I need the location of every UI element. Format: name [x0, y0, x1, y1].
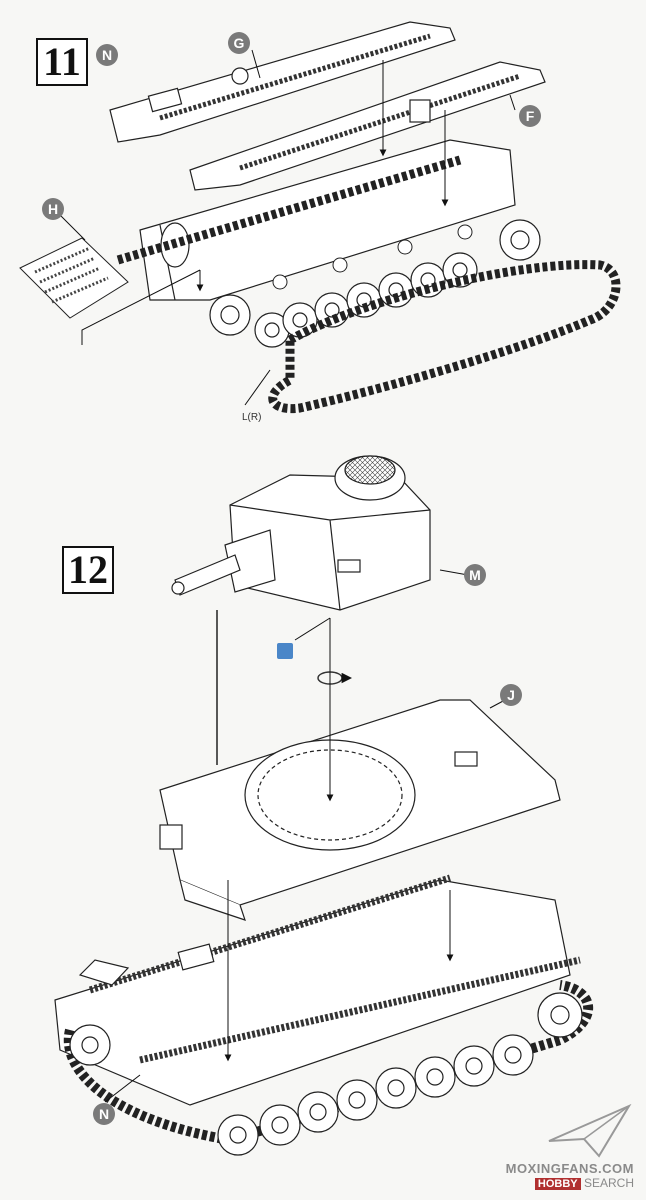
rotate-arrow-icon	[317, 671, 353, 685]
part-label-m: M	[464, 564, 486, 586]
part-label-g: G	[228, 32, 250, 54]
glue-icon	[277, 643, 293, 659]
watermark-site: MOXINGFANS.COM	[505, 1161, 634, 1176]
track-full	[63, 980, 594, 1146]
loose-track	[268, 260, 621, 414]
fender-part-g	[109, 21, 456, 143]
paper-plane-logo-icon	[548, 1103, 632, 1158]
assembly-guides-12	[59, 49, 516, 1103]
assembly-guides-11	[81, 60, 449, 406]
watermark: MOXINGFANS.COM HOBBY SEARCH	[506, 1101, 634, 1190]
return-rollers	[272, 224, 473, 290]
part-label-j: J	[500, 684, 522, 706]
superstructure-part-j	[159, 699, 561, 921]
fender-part-f	[189, 61, 546, 191]
watermark-brand: HOBBY SEARCH	[506, 1176, 634, 1190]
part-label-f: F	[519, 105, 541, 127]
track-label: L(R)	[242, 412, 262, 423]
watermark-brand-rest: SEARCH	[583, 1176, 634, 1190]
road-wheels-bottom	[69, 992, 583, 1156]
part-label-n-bottom: N	[93, 1103, 115, 1125]
track-upper	[116, 155, 462, 265]
photo-etch-part-h	[19, 237, 129, 319]
lower-hull-assembly	[54, 874, 581, 1106]
part-label-h: H	[42, 198, 64, 220]
step-number-12: 12	[62, 546, 114, 594]
step-number-11: 11	[36, 38, 88, 86]
part-label-n-top: N	[96, 44, 118, 66]
turret-part-m	[171, 455, 431, 611]
watermark-brand-tag: HOBBY	[534, 1178, 581, 1190]
